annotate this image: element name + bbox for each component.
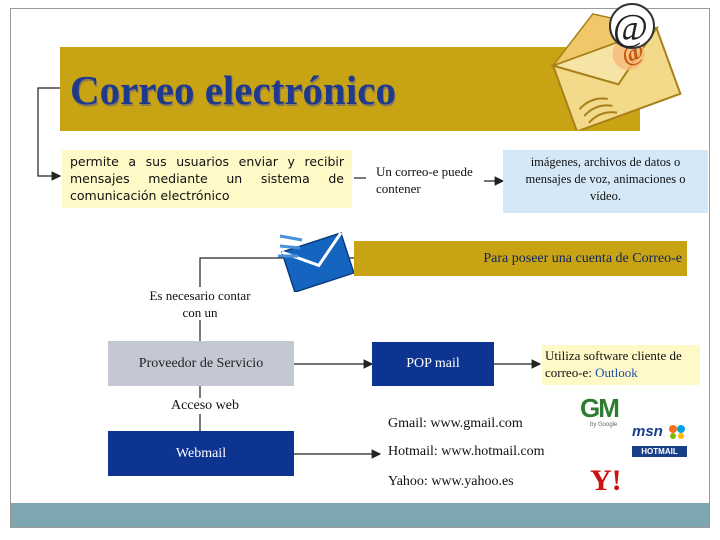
- title-to-definition-line: [37, 87, 62, 181]
- email-envelope-icon: [278, 232, 355, 292]
- hotmail-service: Hotmail: www.hotmail.com: [388, 444, 545, 459]
- definition-line: comunicación electrónico: [70, 188, 230, 203]
- webmail-box: Webmail: [108, 431, 294, 476]
- media-box: imágenes, archivos de datos o mensajes d…: [503, 150, 708, 213]
- necesario-text: Es necesario contar con un: [149, 288, 251, 320]
- slide-frame: [10, 8, 710, 528]
- gmail-logo-sub: by Google: [590, 422, 618, 428]
- proveedor-box: Proveedor de Servicio: [108, 341, 294, 386]
- yahoo-logo: Y!: [590, 464, 622, 497]
- footer-bar: [11, 503, 709, 527]
- hotmail-logo-text: HOTMAIL: [632, 446, 687, 457]
- svg-text:@: @: [613, 7, 648, 49]
- msn-logo-text: msn: [632, 423, 663, 440]
- acceso-web-label: Acceso web: [160, 398, 250, 414]
- yahoo-service: Yahoo: www.yahoo.es: [388, 474, 514, 489]
- gmail-logo: GM by Google: [580, 394, 630, 434]
- contener-text: Un correo-e puede contener: [376, 164, 473, 196]
- outlook-text: Outlook: [595, 365, 638, 380]
- gmail-service: Gmail: www.gmail.com: [388, 416, 523, 431]
- email-at-envelope-icon: @ @: [549, 3, 682, 130]
- page-title: Correo electrónico: [70, 67, 396, 113]
- gmail-logo-g: GM: [580, 393, 620, 423]
- cuenta-banner: [354, 241, 687, 276]
- title-banner: [60, 47, 640, 131]
- butterfly-icon: [669, 425, 685, 439]
- definition-line: permite a sus usuarios enviar y recibir: [70, 154, 344, 169]
- pop-mail-box: POP mail: [372, 342, 494, 386]
- cuenta-text: Para poseer una cuenta de Correo-e: [483, 251, 682, 266]
- cliente-box: Utiliza software cliente de correo-e: Ou…: [542, 345, 700, 385]
- msn-hotmail-logo: msn HOTMAIL: [632, 424, 687, 464]
- definition-box: permite a sus usuarios enviar y recibir …: [62, 150, 352, 208]
- cliente-text: Utiliza software cliente de correo-e:: [545, 348, 682, 380]
- definition-line: mensajes mediante un sistema de: [70, 171, 344, 186]
